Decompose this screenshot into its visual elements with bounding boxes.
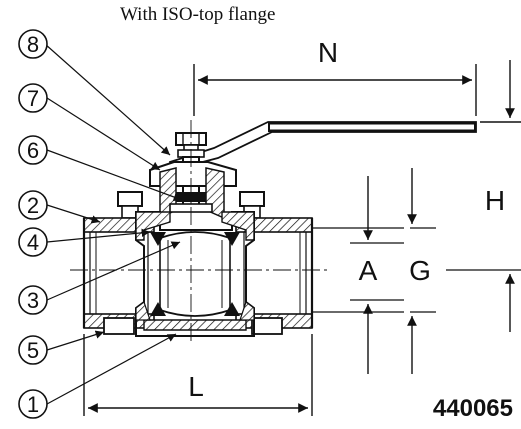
balloon-5: 5 bbox=[18, 330, 105, 365]
bore-extension bbox=[312, 227, 521, 313]
balloon-8: 8 bbox=[18, 29, 171, 156]
balloon-4: 4 bbox=[18, 227, 151, 257]
dim-label-h: H bbox=[485, 185, 505, 216]
dimension-n bbox=[193, 64, 477, 116]
svg-text:4: 4 bbox=[27, 230, 39, 255]
dim-label-n: N bbox=[318, 37, 338, 68]
drawing-title: With ISO-top flange bbox=[120, 4, 276, 25]
center-body bbox=[135, 211, 255, 337]
svg-text:7: 7 bbox=[27, 86, 39, 111]
balloon-1: 1 bbox=[18, 333, 177, 419]
balloon-2: 2 bbox=[18, 190, 101, 224]
dim-label-a: A bbox=[359, 255, 378, 286]
svg-text:2: 2 bbox=[27, 193, 39, 218]
dimension-l bbox=[83, 334, 313, 416]
balloon-3: 3 bbox=[18, 241, 181, 315]
dim-label-l: L bbox=[188, 371, 204, 402]
dim-label-g: G bbox=[409, 255, 431, 286]
ball-seats bbox=[150, 232, 240, 316]
balloon-7: 7 bbox=[18, 83, 161, 171]
lever-handle bbox=[168, 121, 477, 172]
svg-text:5: 5 bbox=[27, 338, 39, 363]
svg-text:1: 1 bbox=[27, 392, 39, 417]
svg-text:6: 6 bbox=[27, 138, 39, 163]
dimension-h bbox=[480, 60, 521, 332]
drawing-number: 440065 bbox=[432, 395, 513, 422]
ball bbox=[159, 231, 231, 317]
centerlines bbox=[70, 120, 330, 345]
svg-text:3: 3 bbox=[27, 288, 39, 313]
svg-text:8: 8 bbox=[27, 32, 39, 57]
balloon-6: 6 bbox=[18, 135, 183, 202]
